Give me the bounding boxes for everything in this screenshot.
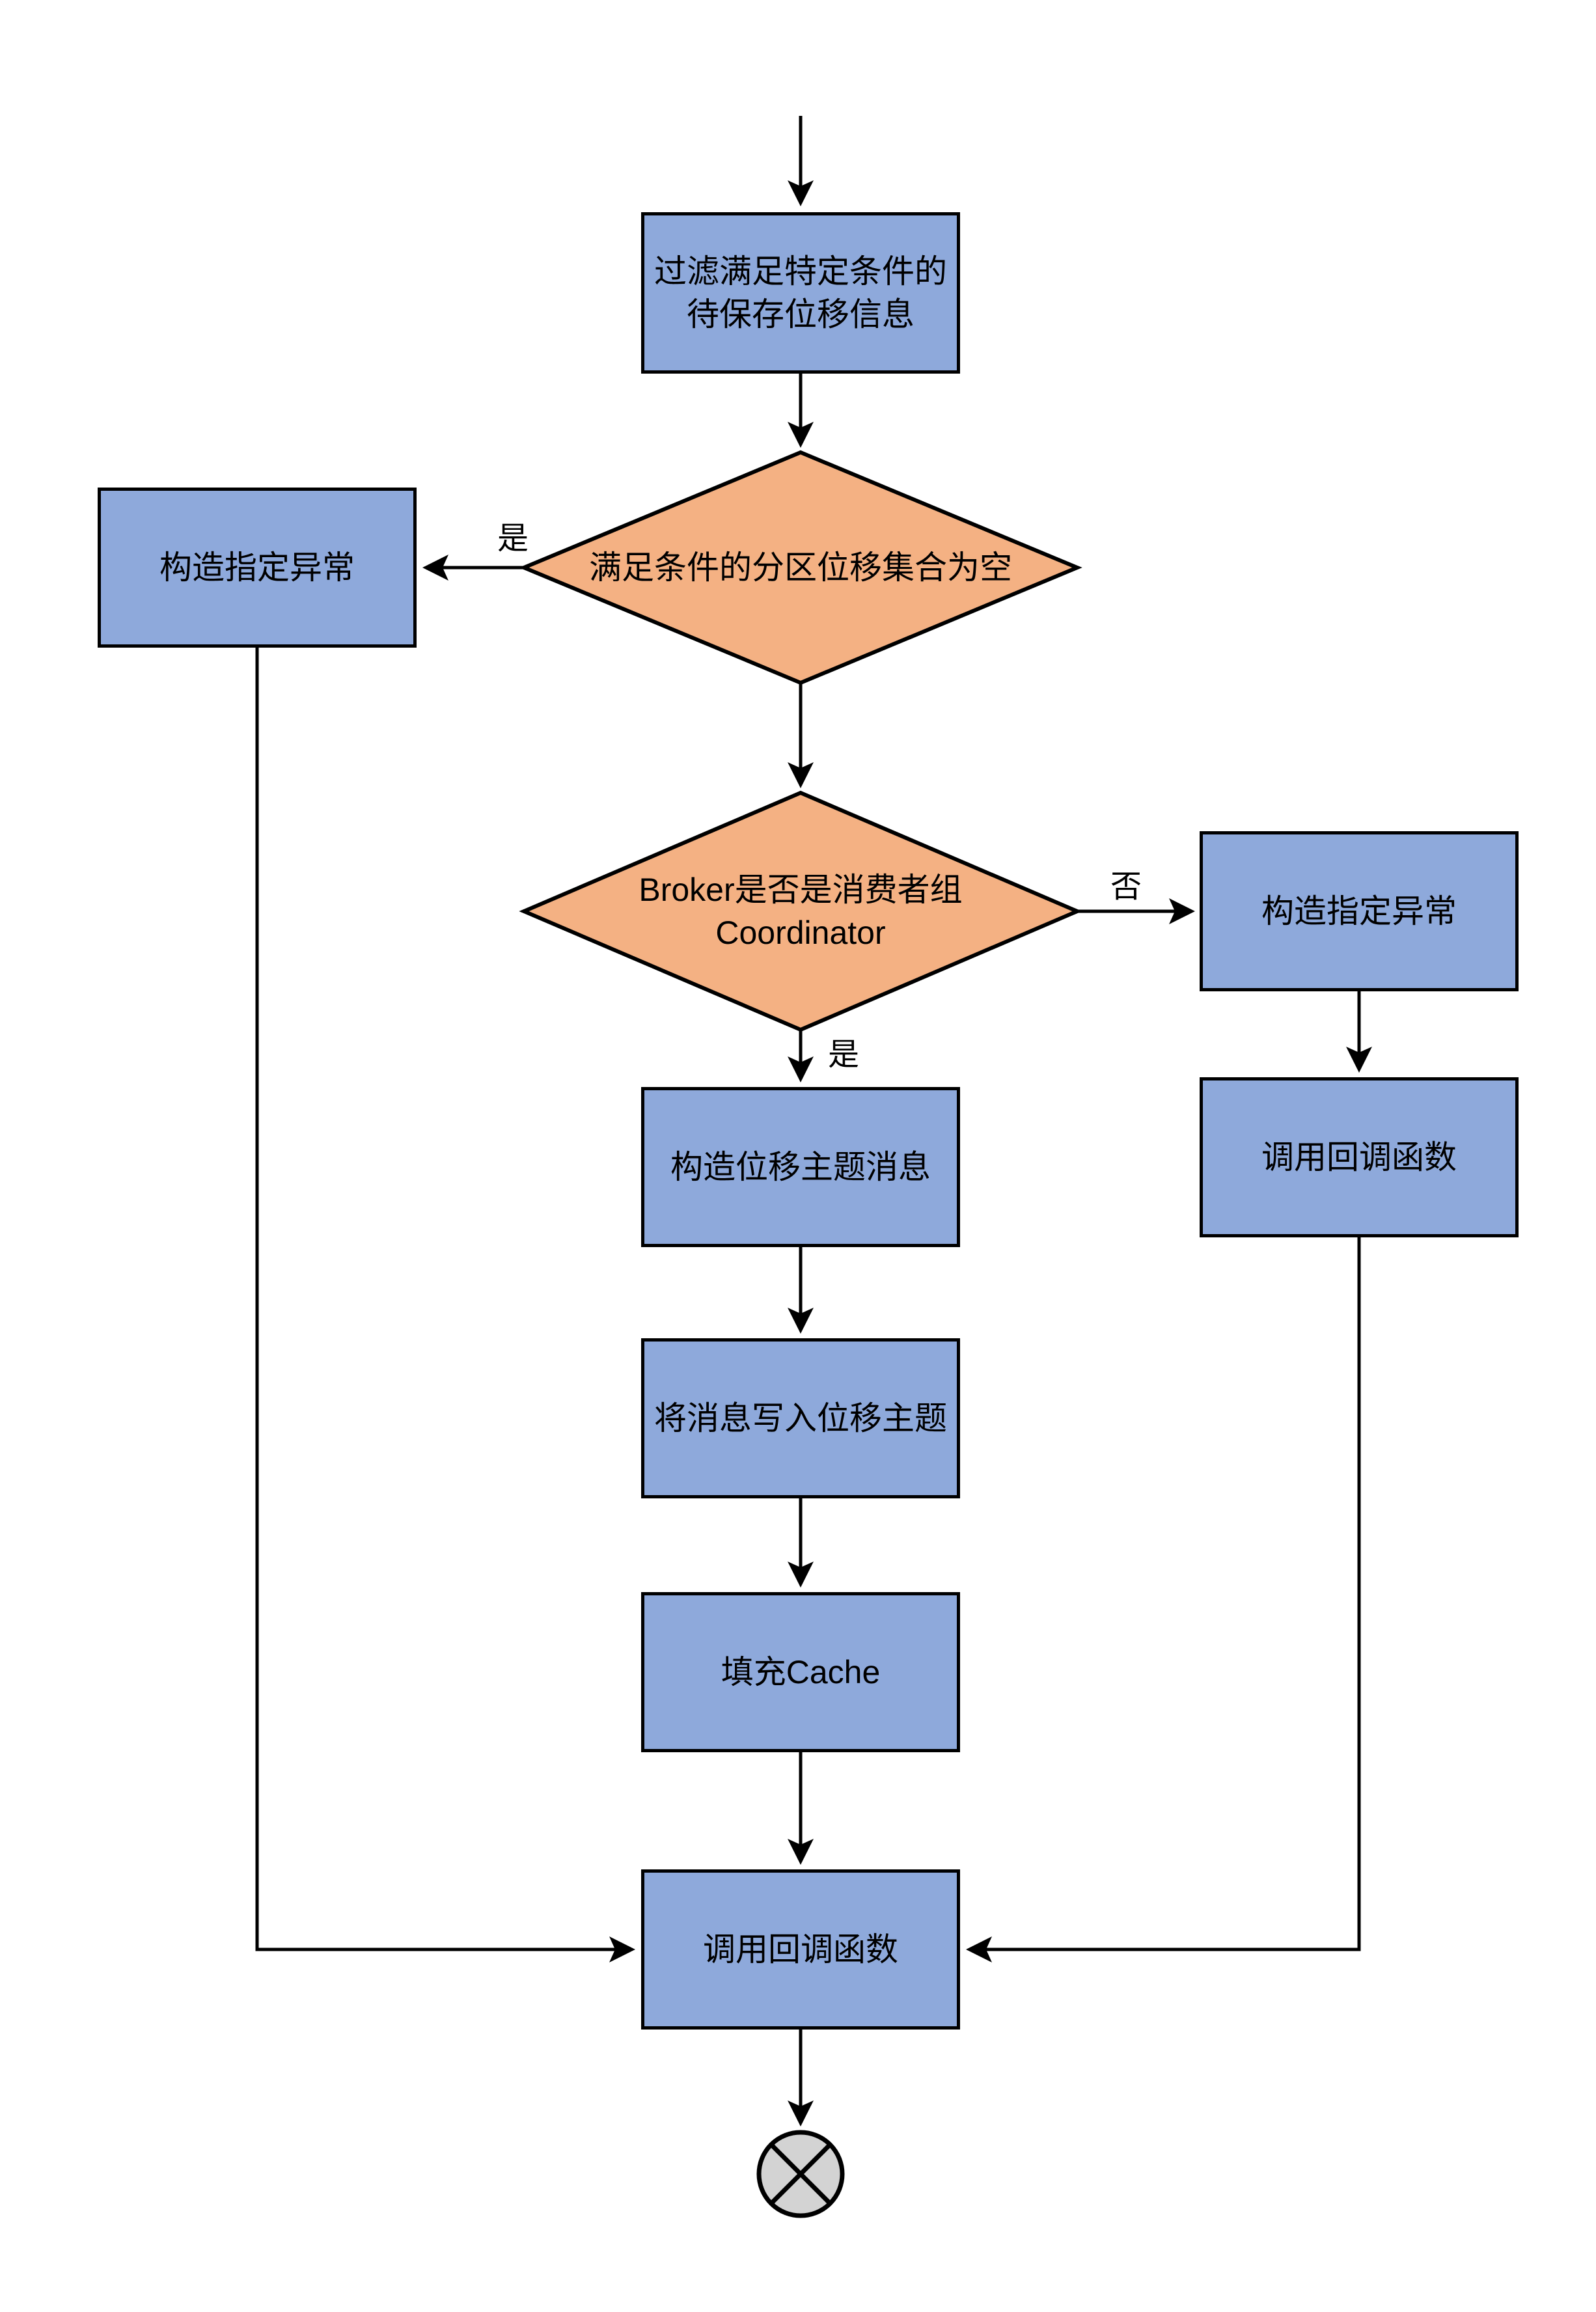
edge-right-callback-to-callback: [966, 1237, 1361, 1962]
decision-partition-empty-label: 满足条件的分区位移集合为空: [589, 549, 1012, 586]
edge-label-coordinator-no: 否: [1110, 870, 1142, 904]
node-fill-cache: 填充Cache: [641, 1592, 960, 1752]
node-right-invoke-callback: 调用回调函数: [1200, 1077, 1519, 1237]
edge-label-empty-yes: 是: [497, 521, 529, 556]
decision-broker-coordinator-label: Broker是否是消费者组 Coordinator: [639, 872, 963, 951]
decision-partition-empty-shape: [519, 450, 1082, 685]
decision-broker-coordinator-shape: [519, 790, 1082, 1032]
node-filter-offsets: 过滤满足特定条件的 待保存位移信息: [641, 212, 960, 374]
edge-left-exception-to-callback: [255, 648, 635, 1962]
node-right-build-exception: 构造指定异常: [1200, 831, 1519, 991]
node-left-build-exception: 构造指定异常: [98, 488, 417, 648]
node-build-offset-topic-message: 构造位移主题消息: [641, 1087, 960, 1247]
node-write-message-to-offset-topic: 将消息写入位移主题: [641, 1338, 960, 1498]
end-terminator-cross-line: [769, 2143, 832, 2205]
edge-label-coordinator-yes: 是: [827, 1038, 859, 1072]
node-invoke-callback: 调用回调函数: [641, 1869, 960, 2030]
